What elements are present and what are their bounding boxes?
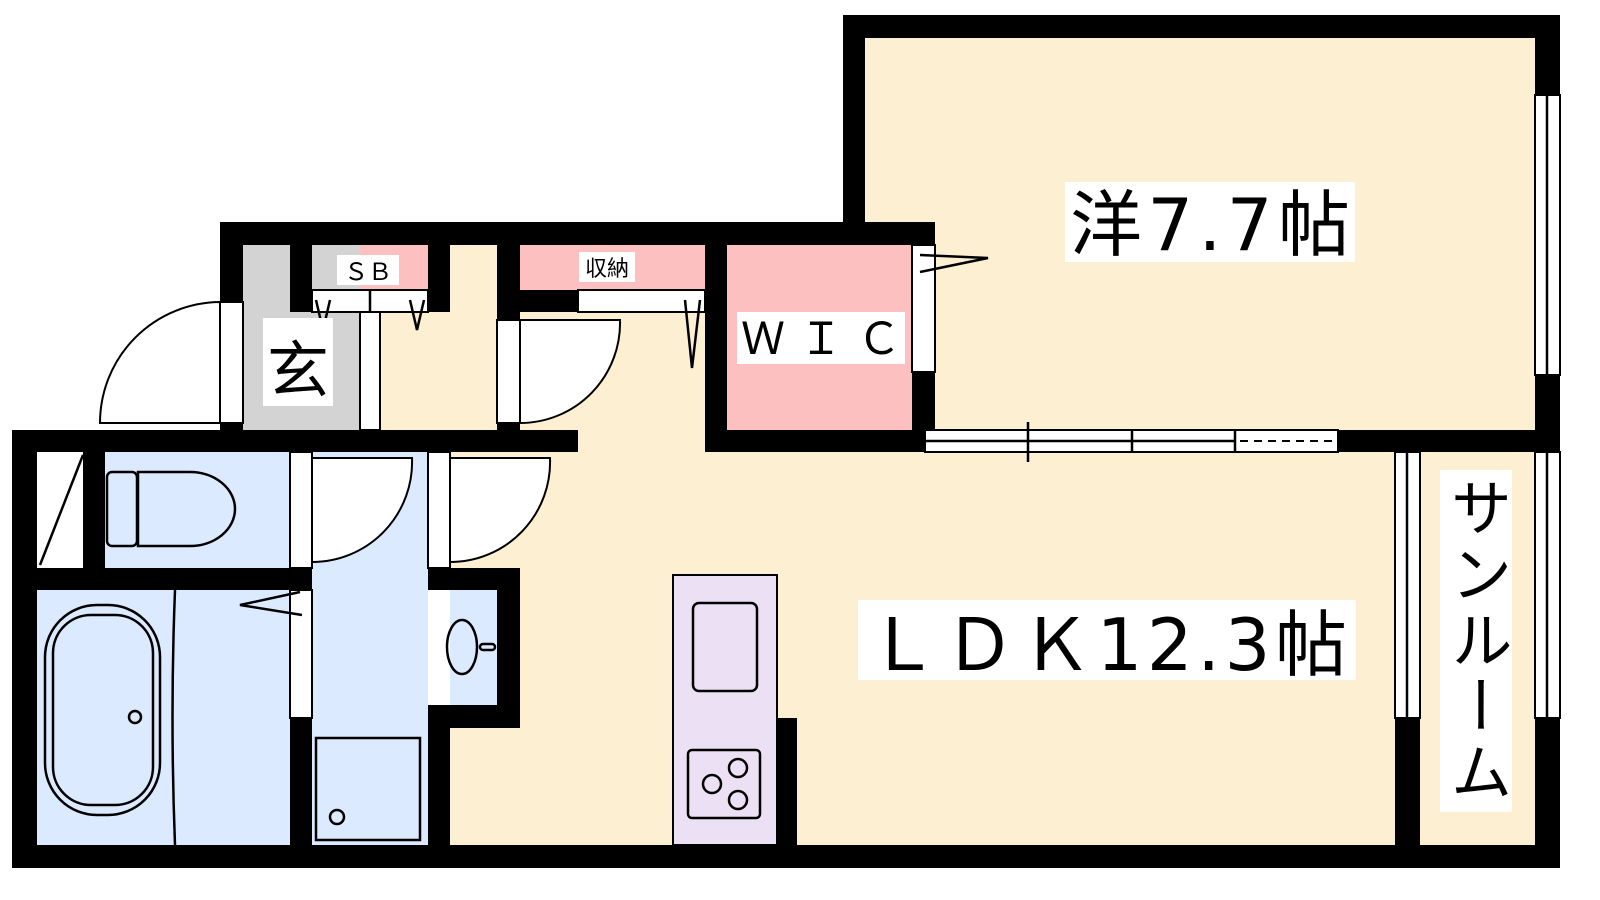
western-room-label: 洋7.7帖 [1070,183,1350,267]
washroom-door[interactable] [449,457,552,564]
fixtures [43,470,762,846]
entrance-label: 玄 [267,334,329,407]
bathtub-icon [43,589,177,846]
toilet-floor [105,452,290,568]
hall-door[interactable] [519,319,622,425]
toilet-door[interactable] [311,457,414,564]
room-labels: 洋7.7帖 ＷＩＣ ＬＤＫ12.3帖 サンルーム 玄 ＳＢ 収納 [263,182,1513,812]
bath-floor [37,590,290,845]
storage-label: 収納 [585,257,629,282]
ldk-label: ＬＤＫ12.3帖 [867,603,1347,687]
kitchen-sink-icon [691,601,759,693]
sunroom-label: サンルーム [1440,476,1513,806]
stove-icon [686,748,762,820]
windows [924,94,1561,719]
washing-machine-icon [314,736,422,842]
toilet-icon [105,470,237,548]
doors [38,244,989,719]
wic-label: ＷＩＣ [741,314,901,365]
basin-floor [450,590,497,705]
sink-basin-icon [445,618,497,676]
entrance-door[interactable] [98,300,221,424]
shoebox-label: ＳＢ [344,258,392,286]
